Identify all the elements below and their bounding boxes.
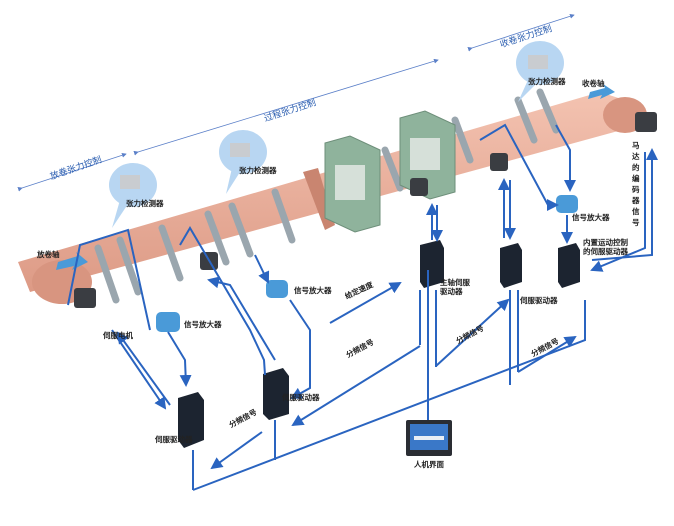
label-rewind-shaft: 收卷轴 [582, 79, 605, 88]
unwind-direction-arrow [56, 252, 88, 270]
label-encoder-signal: 马达的编码器信号 [632, 141, 640, 227]
rollers [94, 88, 560, 304]
label-servo-motor: 伺服电机 [103, 331, 133, 340]
label-tension-sensor-1: 张力检测器 [126, 199, 164, 208]
label-motion-servo-driver: 内置运动控制的伺服驱动器 [583, 238, 628, 256]
label-amplifier-3: 信号放大器 [572, 213, 610, 222]
section-dimension-lines [17, 13, 575, 192]
label-tension-sensor-3: 张力检测器 [528, 77, 566, 86]
label-servo-driver-3: 伺服驱动器 [520, 296, 558, 305]
sensor-bubbles [109, 41, 564, 228]
rewind-direction-arrow [588, 84, 615, 99]
signal-lines [67, 123, 658, 491]
label-servo-driver-2: 伺服驱动器 [282, 393, 320, 402]
label-amplifier-1: 信号放大器 [184, 320, 222, 329]
label-amplifier-2: 信号放大器 [294, 286, 332, 295]
hmi-panel [406, 420, 452, 456]
rewind-motor [635, 112, 657, 132]
servo-drivers [178, 240, 580, 448]
label-unwind-shaft: 放卷轴 [37, 250, 60, 259]
label-hmi: 人机界面 [414, 460, 444, 469]
label-main-servo-driver: 主轴伺服驱动器 [440, 278, 470, 296]
process-frames [324, 110, 456, 233]
label-tension-sensor-2: 张力检测器 [239, 166, 277, 175]
servo-motor-unwind [74, 288, 96, 308]
signal-amplifiers [156, 195, 578, 332]
label-servo-driver-1: 伺服驱动器 [155, 435, 193, 444]
